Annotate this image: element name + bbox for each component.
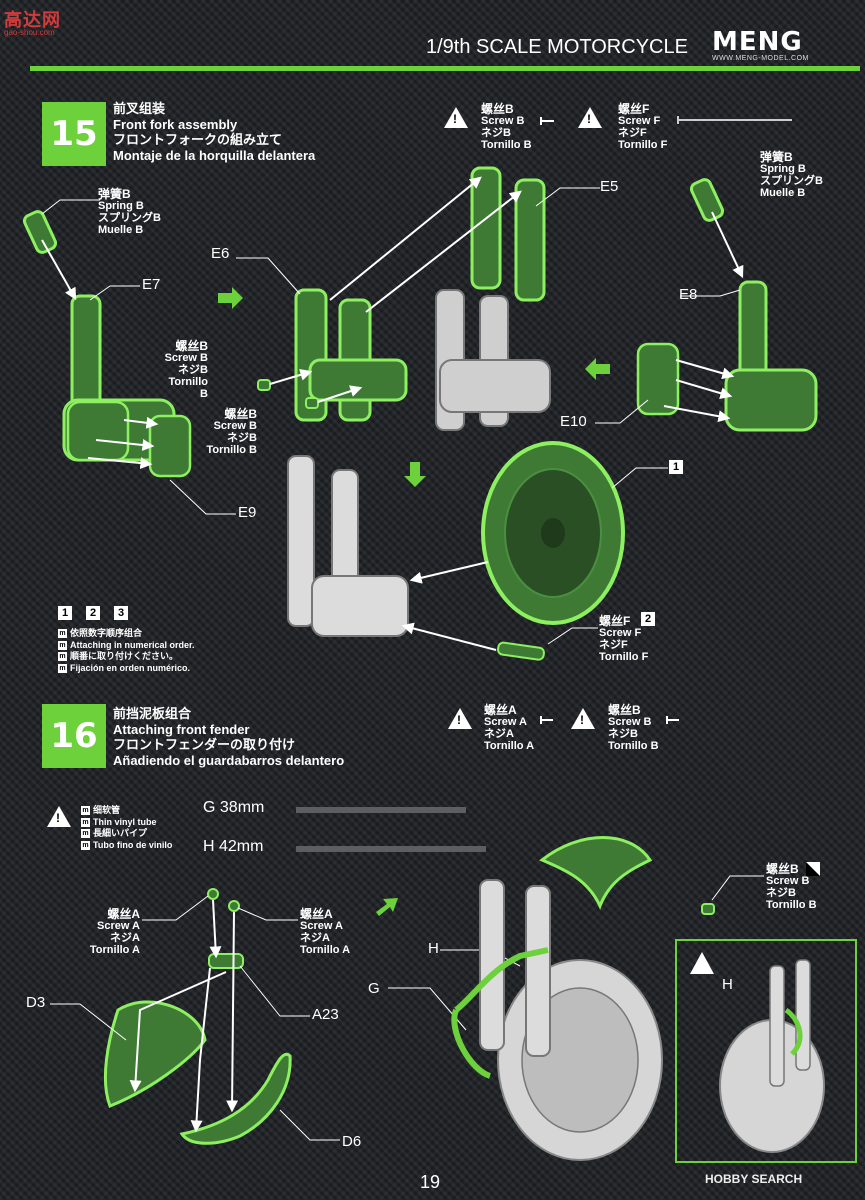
screw-b-callout-16: 螺丝B Screw B ネジB Tornillo B [766, 862, 817, 911]
assembled-fork-grey [287, 455, 409, 637]
front-wheel [481, 441, 625, 625]
brand-logo: MENG [712, 27, 803, 57]
fender-part-d3 [103, 1000, 207, 1108]
part-e6: E6 [211, 245, 230, 262]
page-number: 19 [420, 1172, 441, 1192]
warning-icon [571, 708, 595, 729]
leader-lines [41, 187, 741, 645]
screw-b-icon [540, 117, 554, 125]
tube-g-length: G 38mm [203, 799, 265, 816]
fender-arrows [129, 899, 239, 1133]
part-e7: E7 [142, 276, 161, 293]
language-marker-icon: m [58, 640, 67, 650]
part-g: G [368, 980, 380, 997]
part-e8: E8 [679, 286, 698, 303]
part-d3: D3 [26, 994, 46, 1011]
step-16-title-en: Attaching front fender [113, 721, 250, 737]
order-number-1: 1 [669, 460, 683, 474]
site-watermark-logo: 高达网 [4, 10, 61, 30]
screw-f-icon [677, 116, 792, 124]
step-16-title: 前挡泥板组合 Attaching front fender フロントフェンダーの… [113, 706, 344, 768]
step-15-title-jp: フロントフォークの組み立て [113, 132, 283, 147]
part-e9: E9 [238, 504, 257, 521]
warning-icon [47, 806, 71, 827]
language-marker-icon: m [81, 840, 90, 850]
screw-f-callout: 螺丝F Screw F ネジF Tornillo F [599, 614, 649, 663]
screw-a-callout-right: 螺丝A Screw A ネジA Tornillo A [300, 907, 351, 956]
screw-b-callout: 螺丝B Screw B ネジB Tornillo B [164, 339, 208, 400]
part-a23: A23 [312, 1006, 339, 1023]
fork-tubes-e5-e6 [294, 166, 546, 422]
screw-icons [257, 379, 545, 661]
language-marker-icon: m [58, 652, 67, 662]
fork-assembly-grey [435, 289, 551, 431]
part-h-inset: H [722, 976, 733, 993]
warning-icon [444, 107, 468, 128]
spring-b-label-right: 弹簧B Spring B スプリングB Muelle B [760, 150, 823, 199]
order-number-box: 1 [58, 606, 72, 620]
screw-b-callout: 螺丝B Screw B ネジB Tornillo B [206, 407, 257, 456]
step-15-title-es: Montaje de la horquilla delantera [113, 147, 316, 163]
tube-h-length: H 42mm [203, 838, 264, 855]
screw-icons-16 [540, 716, 679, 724]
part-d6: D6 [342, 1133, 362, 1150]
step-16-title-es: Añadiendo el guardabarros delantero [113, 752, 345, 768]
fork-leg-e8 [689, 178, 818, 432]
header-rule [30, 66, 860, 71]
fender-part-d6 [179, 1052, 292, 1145]
spring-b-label-left: 弹簧B Spring B スプリングB Muelle B [98, 187, 161, 236]
part-e10: E10 [560, 413, 587, 430]
tube-g-bar [296, 807, 466, 813]
step-16-badge: 16 [42, 704, 106, 768]
assembled-wheel-with-fender [451, 836, 715, 1161]
step-15-title: 前叉组装 Front fork assembly フロントフォークの組み立て M… [113, 101, 315, 163]
site-watermark-url: gao-shou.com [4, 28, 55, 37]
warning-icon [448, 708, 472, 729]
language-marker-icon: m [58, 629, 67, 639]
language-marker-icon: m [81, 817, 90, 827]
order-number-box: 2 [86, 606, 100, 620]
screw-a-callout-left: 螺丝A Screw A ネジA Tornillo A [89, 907, 140, 956]
language-marker-icon: m [58, 663, 67, 673]
part-e5: E5 [600, 178, 619, 195]
step-16-title-cn: 前挡泥板组合 [113, 706, 192, 721]
detail-inset [675, 939, 857, 1163]
order-number-2: 2 [641, 612, 655, 626]
language-marker-icon: m [81, 829, 90, 839]
header-title: 1/9th SCALE MOTORCYCLE [426, 36, 688, 58]
screw-b-label: 螺丝B Screw B ネジB Tornillo B [481, 102, 532, 151]
language-marker-icon: m [81, 806, 90, 816]
brake-calipers-e9-e10 [66, 342, 680, 478]
assembly-arrows [41, 176, 744, 651]
step-15-badge: 15 [42, 102, 106, 166]
order-number-box: 3 [114, 606, 128, 620]
warning-icon [578, 107, 602, 128]
screw-b-special-icon [806, 862, 820, 876]
screw-a-label: 螺丝A Screw A ネジA Tornillo A [484, 703, 535, 752]
screw-f-label: 螺丝F Screw F ネジF Tornillo F [618, 102, 668, 151]
step-16-title-jp: フロントフェンダーの取り付け [113, 737, 296, 752]
step-15-title-cn: 前叉组装 [113, 101, 166, 116]
screw-b-label-16: 螺丝B Screw B ネジB Tornillo B [608, 703, 659, 752]
direction-arrow-icon [218, 287, 610, 916]
tube-h-bar [296, 846, 486, 852]
brand-url: WWW.MENG-MODEL.COM [712, 55, 809, 62]
part-h: H [428, 940, 439, 957]
step-15-title-en: Front fork assembly [113, 116, 238, 132]
hobby-search-watermark: HOBBY SEARCH [705, 1172, 803, 1186]
